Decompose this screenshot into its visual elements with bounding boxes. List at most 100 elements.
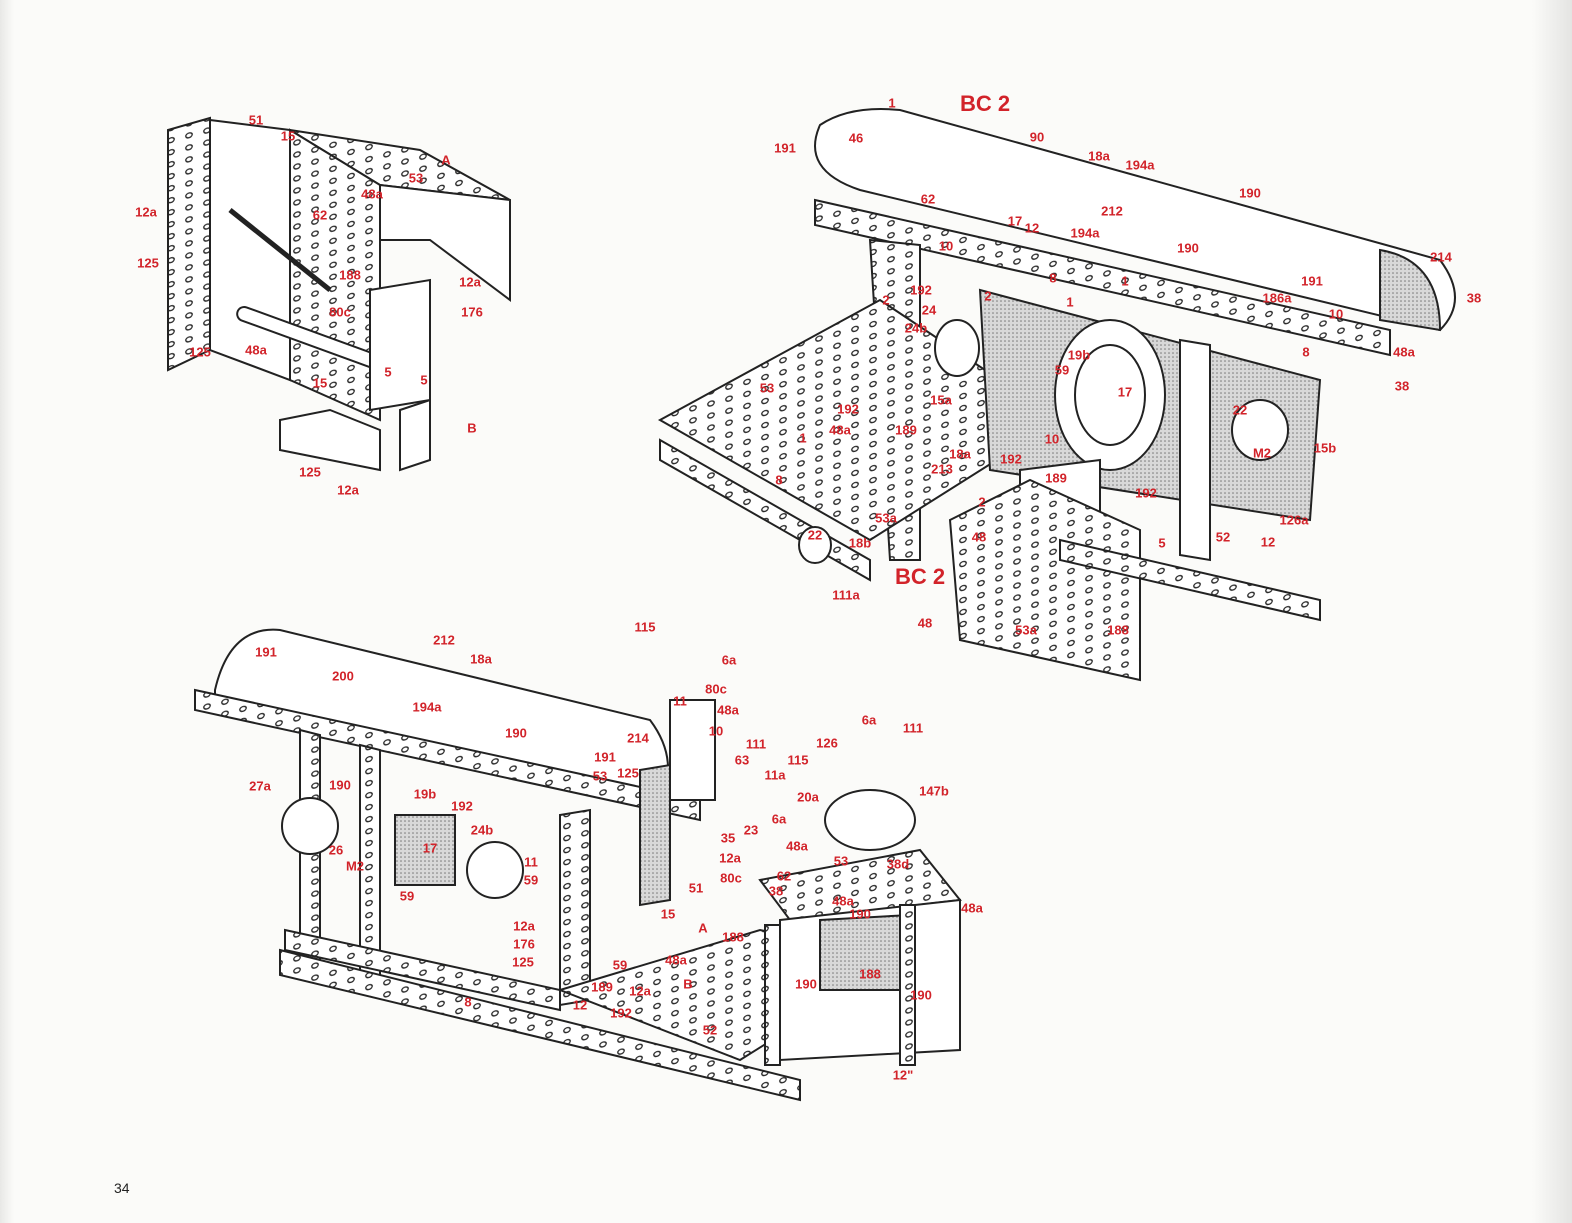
part-label-front-view-model: 190 bbox=[849, 906, 871, 922]
part-label-rear-view-model: 48 bbox=[917, 615, 933, 631]
part-label-front-view-model: 53 bbox=[592, 768, 608, 784]
part-label-front-view-model: 125 bbox=[617, 765, 639, 781]
part-label-front-view-model: 6a bbox=[771, 811, 787, 827]
column bbox=[559, 808, 591, 1007]
part-label-front-view-model: 17 bbox=[422, 840, 438, 856]
part-label-front-view-model: 11 bbox=[673, 693, 687, 709]
part-label-rear-view-model: 191 bbox=[774, 140, 796, 156]
part-label-front-view-model: 190 bbox=[910, 987, 932, 1003]
part-label-sub-assembly-detail: B bbox=[467, 420, 477, 436]
part-label-rear-view-model: 38 bbox=[1394, 378, 1410, 394]
part-label-rear-view-model: 2 bbox=[882, 292, 890, 308]
part-label-rear-view-model: BC 2 bbox=[959, 91, 1011, 116]
part-label-front-view-model: 24b bbox=[470, 822, 494, 838]
part-label-rear-view-model: 18a bbox=[949, 446, 971, 462]
part-label-rear-view-model: 19b bbox=[1067, 347, 1091, 363]
part-label-rear-view-model: 48a bbox=[829, 422, 851, 438]
part-label-rear-view-model: 194a bbox=[1125, 157, 1155, 173]
part-label-rear-view-model: M2 bbox=[1252, 445, 1272, 461]
pulley-147b bbox=[824, 789, 916, 851]
page-edge-shadow bbox=[0, 0, 14, 1223]
threaded-rod bbox=[228, 208, 332, 292]
part-label-front-view-model: 111 bbox=[902, 720, 924, 736]
part-label-sub-assembly-detail: 12a bbox=[459, 274, 481, 290]
part-label-front-view-model: 80c bbox=[705, 681, 727, 697]
part-label-front-view-model: 200 bbox=[332, 668, 354, 684]
part-label-front-view-model: 115 bbox=[787, 752, 809, 768]
part-label-rear-view-model: 10 bbox=[1044, 431, 1060, 447]
part-label-front-view-model: 15 bbox=[660, 906, 676, 922]
part-label-rear-view-model: 17 bbox=[1007, 213, 1023, 229]
part-label-rear-view-model: 17 bbox=[1117, 384, 1133, 400]
front-plate bbox=[948, 478, 1141, 682]
part-label-front-view-model: A bbox=[698, 920, 708, 936]
part-label-front-view-model: 59 bbox=[612, 957, 628, 973]
crank bbox=[369, 278, 431, 412]
part-label-rear-view-model: 1 bbox=[799, 430, 807, 446]
figure-sub-assembly bbox=[167, 116, 511, 472]
part-label-rear-view-model: 192 bbox=[1135, 485, 1157, 501]
part-label-front-view-model: 147b bbox=[919, 783, 949, 799]
part-label-rear-view-model: 24 bbox=[921, 302, 937, 318]
part-label-front-view-model: 192 bbox=[610, 1005, 632, 1021]
part-label-front-view-model: 48a bbox=[961, 900, 983, 916]
part-label-rear-view-model: 53a bbox=[1015, 622, 1037, 638]
part-label-rear-view-model: 10 bbox=[1328, 306, 1344, 322]
part-label-rear-view-model: 190 bbox=[1239, 185, 1261, 201]
part-label-front-view-model: 176 bbox=[513, 936, 535, 952]
part-label-rear-view-model: 214 bbox=[1430, 249, 1452, 265]
part-label-front-view-model: 188 bbox=[722, 929, 744, 945]
crank-bracket bbox=[669, 699, 716, 801]
pulley bbox=[1231, 399, 1289, 461]
part-label-rear-view-model: 192 bbox=[1000, 451, 1022, 467]
part-label-front-view-model: 38d bbox=[886, 856, 910, 872]
part-label-rear-view-model: 48 bbox=[971, 529, 987, 545]
part-label-front-view-model: 80c bbox=[720, 870, 742, 886]
part-label-rear-view-model: 59 bbox=[1054, 362, 1070, 378]
part-label-sub-assembly-detail: 48a bbox=[361, 186, 383, 202]
part-label-front-view-model: 115 bbox=[634, 619, 656, 635]
part-label-front-view-model: 51 bbox=[688, 880, 704, 896]
part-label-front-view-model: M2 bbox=[345, 858, 365, 874]
part-label-front-view-model: 194a bbox=[412, 699, 442, 715]
part-label-sub-assembly-detail: 188 bbox=[339, 267, 361, 283]
part-label-sub-assembly-detail: 62 bbox=[312, 207, 328, 223]
part-label-rear-view-model: 189 bbox=[895, 422, 917, 438]
part-label-sub-assembly-detail: 12a bbox=[135, 204, 157, 220]
boiler bbox=[814, 108, 1456, 332]
part-label-rear-view-model: 8 bbox=[1302, 344, 1310, 360]
part-label-rear-view-model: 18b bbox=[848, 535, 872, 551]
part-label-front-view-model: 192 bbox=[451, 798, 473, 814]
part-label-front-view-model: 19b bbox=[413, 786, 437, 802]
part-label-rear-view-model: 1 bbox=[1066, 294, 1074, 310]
part-label-rear-view-model: 1 bbox=[1121, 273, 1129, 289]
part-label-front-view-model: 8 bbox=[464, 994, 472, 1010]
part-label-rear-view-model: 18a bbox=[1088, 148, 1110, 164]
part-label-front-view-model: 18a bbox=[470, 651, 492, 667]
part-label-rear-view-model: 90 bbox=[1029, 129, 1045, 145]
motor bbox=[394, 814, 456, 886]
part-label-front-view-model: B bbox=[683, 976, 693, 992]
part-label-front-view-model: 23 bbox=[743, 822, 759, 838]
part-label-rear-view-model: 188 bbox=[1107, 622, 1129, 638]
part-label-front-view-model: 53 bbox=[833, 853, 849, 869]
part-label-sub-assembly-detail: 5 bbox=[420, 372, 428, 388]
part-label-sub-assembly-detail: 125 bbox=[189, 344, 211, 360]
part-label-front-view-model: 125 bbox=[512, 954, 534, 970]
part-label-front-view-model: 12 bbox=[572, 997, 588, 1013]
part-label-front-view-model: 11 bbox=[524, 854, 538, 870]
part-label-front-view-model: 188 bbox=[859, 966, 881, 982]
part-label-sub-assembly-detail: 53 bbox=[408, 170, 424, 186]
part-label-rear-view-model: 38 bbox=[1466, 290, 1482, 306]
part-label-front-view-model: 11a bbox=[764, 767, 786, 783]
part-label-rear-view-model: 46 bbox=[848, 130, 864, 146]
part-label-rear-view-model: 22 bbox=[807, 527, 823, 543]
part-label-front-view-model: 126 bbox=[816, 735, 838, 751]
part-label-front-view-model: 190 bbox=[505, 725, 527, 741]
part-label-front-view-model: 12" bbox=[892, 1067, 914, 1083]
part-label-rear-view-model: 2 bbox=[978, 494, 986, 510]
page-number: 34 bbox=[114, 1180, 130, 1196]
part-label-sub-assembly-detail: 51 bbox=[248, 112, 264, 128]
part-label-front-view-model: 48a bbox=[786, 838, 808, 854]
